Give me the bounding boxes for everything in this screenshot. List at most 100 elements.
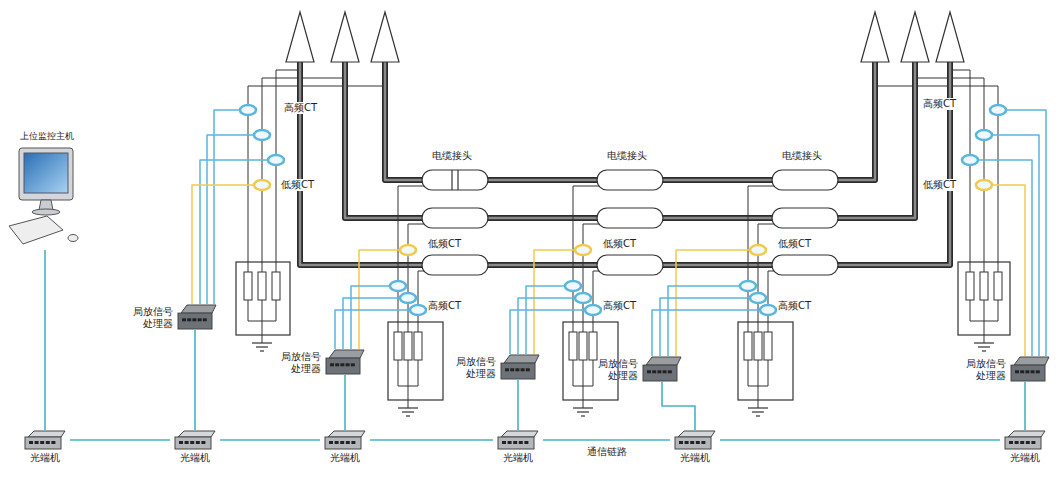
box-wire [998,262,999,272]
ground-symbol [398,407,418,408]
part-label: 低频CT [777,238,812,250]
icon-part [46,441,50,444]
sheath-lead [583,224,600,322]
icon-part [330,363,334,366]
sheath-lead [408,224,425,322]
device-icon [642,356,682,382]
box-wire [573,360,574,386]
part-label: 高频CT [283,102,318,114]
icon-part [696,441,700,444]
low-frequency-ct [400,245,416,255]
high-frequency-ct [740,281,756,291]
icon-part [504,355,539,363]
protector-symbol [589,332,597,360]
icon-part [328,431,365,437]
node-label: 局放信号处理器 [125,306,173,330]
optical-transceiver: 光端机 [320,430,370,464]
ground-symbol [756,415,760,416]
icon-part [1015,370,1019,373]
icon-part [329,441,333,444]
device-icon [177,304,217,330]
icon-part [32,209,60,215]
icon-part [326,358,360,374]
box-wire [408,322,409,332]
icon-part [325,437,361,449]
cable-termination [901,12,929,62]
cable-joint [772,170,838,190]
icon-part [25,437,61,449]
high-frequency-ct [990,105,1006,115]
pd-signal-processor: 局放信号处理器 [590,352,682,382]
icon-part [1020,441,1024,444]
ground-symbol [406,415,410,416]
icon-part [643,365,677,381]
grounding-box [236,262,290,335]
node-label: 光端机 [30,452,60,464]
wire [1006,110,1046,356]
icon-part [35,441,39,444]
wire [668,286,740,356]
computer-icon [7,146,87,250]
icon-part [505,368,509,371]
sheath-lead [748,186,775,322]
link-label: 通信链路 [586,446,628,458]
cable-joint [422,170,488,190]
icon-part [508,441,512,444]
cable-joint [597,208,663,228]
icon-part [1020,370,1024,373]
box-wire [748,322,749,332]
ground-symbol [974,342,994,343]
icon-part [668,370,672,373]
node-label: 光端机 [1010,452,1040,464]
icon-part [40,441,44,444]
sheath-lead [276,70,300,262]
icon-part [351,363,355,366]
icon-part [502,441,506,444]
wire [192,185,254,304]
high-frequency-ct [268,155,284,165]
box-wire [408,360,409,386]
box-wire [768,322,769,332]
icon-part [521,368,525,371]
protector-symbol [394,332,402,360]
icon-part [346,363,350,366]
protector-symbol [764,332,772,360]
high-frequency-ct [254,130,270,140]
icon-part [203,318,207,321]
icon-part [1025,370,1029,373]
cable-termination [861,12,889,62]
box-wire [573,322,574,332]
icon-part [652,370,656,373]
protector-symbol [414,332,422,360]
icon-part [24,153,68,193]
icon-part [198,318,202,321]
low-frequency-ct [575,245,591,255]
icon-part [181,305,216,313]
power-cable [345,62,915,218]
icon-part [675,437,711,449]
part-label: 低频CT [280,179,315,191]
icon-part [657,370,661,373]
protector-symbol [258,272,266,300]
device-icon [1010,356,1050,382]
box-wire [758,360,759,386]
comm-link [344,375,346,430]
device-icon [1004,430,1046,450]
box-wire [970,262,971,272]
icon-part [519,441,523,444]
icon-part [501,431,538,437]
node-label: 上位监控主机 [20,130,74,142]
icon-part [1026,441,1030,444]
box-wire [593,360,594,386]
cable-termination [331,12,359,62]
icon-part [19,148,73,200]
icon-part [646,357,681,365]
protector-symbol [754,332,762,360]
node-label: 光端机 [503,452,533,464]
cable-termination [371,12,399,62]
ground-symbol [752,411,764,412]
part-label: 高频CT [922,98,957,110]
protector-symbol [272,272,280,300]
box-wire [418,360,419,386]
